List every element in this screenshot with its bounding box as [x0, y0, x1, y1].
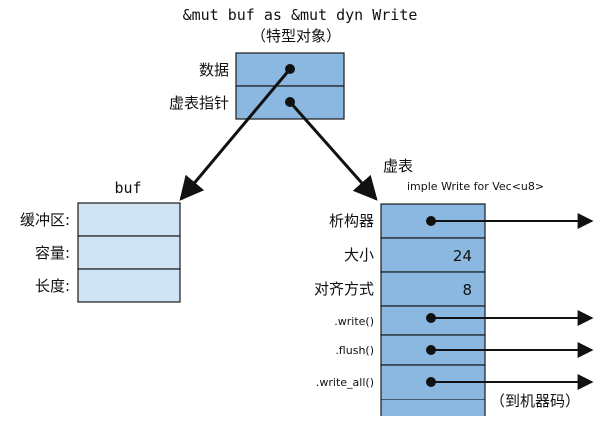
vtable-align-value: 8 [462, 281, 472, 299]
arrow-vtable-ptr-to-vtable [288, 101, 378, 201]
vtable-row-label-size: 大小 [344, 246, 374, 264]
vtable-row-label-align: 对齐方式 [314, 280, 374, 298]
machine-code-note: （到机器码） [490, 392, 580, 410]
title-line1: &mut buf as &mut dyn Write [183, 6, 418, 24]
buf-label: buf [114, 179, 141, 197]
buf-row-capacity [77, 235, 181, 270]
vtable-row-align [380, 271, 486, 307]
trait-field-vtable-ptr-label: 虚表指针 [169, 94, 229, 112]
buf-box [77, 202, 181, 303]
buf-row-length [77, 268, 181, 303]
buf-row-buffer [77, 202, 181, 237]
vtable-row-label-flush: .flush() [335, 344, 374, 357]
arrow-data-to-buf [179, 68, 292, 201]
vtable-row-size [380, 237, 486, 273]
vtable-row-label-write-all: .write_all() [316, 376, 374, 389]
buf-field-buffer-label: 缓冲区: [20, 211, 70, 229]
vtable-row-label-destructor: 析构器 [329, 212, 374, 230]
vtable-size-value: 24 [453, 247, 472, 265]
trait-object-box [235, 52, 345, 120]
buf-field-length-label: 长度: [35, 277, 70, 295]
trait-field-data-label: 数据 [199, 61, 229, 79]
vtable-label: 虚表 [383, 157, 413, 175]
vtable-impl-label: imple Write for Vec<u8> [407, 180, 544, 193]
buf-field-capacity-label: 容量: [35, 244, 70, 262]
vtable-row-tail [381, 400, 485, 416]
vtable-row-label-write: .write() [334, 315, 374, 328]
title-line2: （特型对象） [251, 27, 341, 45]
